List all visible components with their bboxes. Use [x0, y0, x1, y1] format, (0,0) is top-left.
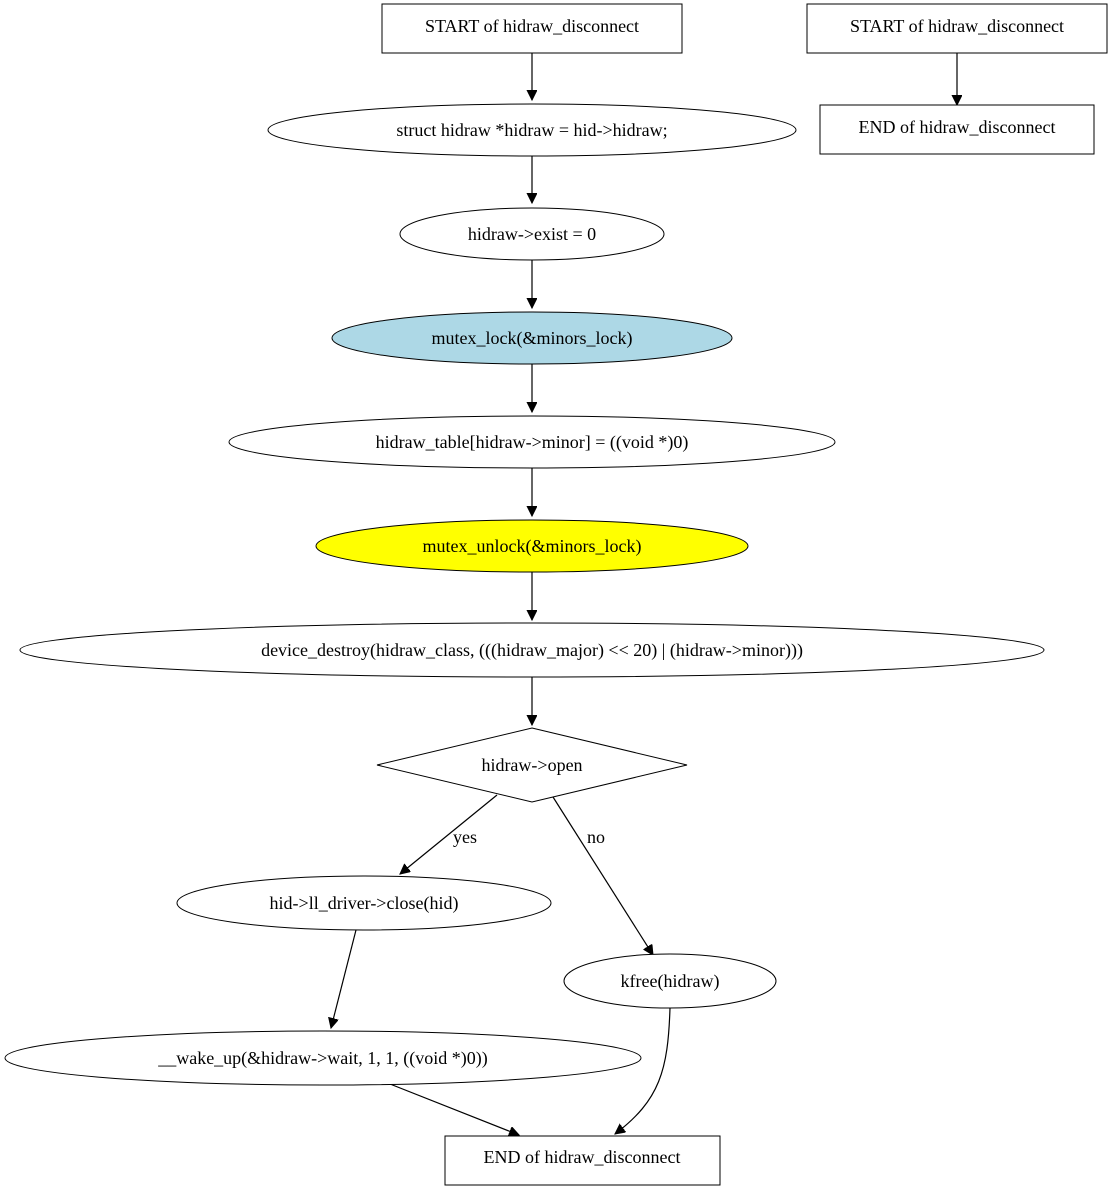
- svg-text:mutex_lock(&minors_lock): mutex_lock(&minors_lock): [432, 328, 633, 349]
- svg-text:hidraw_table[hidraw->minor] =: hidraw_table[hidraw->minor] = ((void *)0…: [376, 432, 689, 453]
- svg-text:mutex_unlock(&minors_lock): mutex_unlock(&minors_lock): [423, 536, 642, 557]
- svg-text:END of hidraw_disconnect: END of hidraw_disconnect: [859, 117, 1056, 137]
- svg-text:hid->ll_driver->close(hid): hid->ll_driver->close(hid): [270, 893, 459, 914]
- svg-text:__wake_up(&hidraw->wait, 1, 1,: __wake_up(&hidraw->wait, 1, 1, ((void *)…: [157, 1048, 488, 1069]
- node-kfree: kfree(hidraw): [563, 953, 777, 1009]
- svg-text:hidraw->exist = 0: hidraw->exist = 0: [468, 224, 596, 244]
- node-mutex-unlock: mutex_unlock(&minors_lock): [315, 519, 749, 573]
- node-assign-hidraw: struct hidraw *hidraw = hid->hidraw;: [267, 103, 797, 157]
- svg-text:START of hidraw_disconnect: START of hidraw_disconnect: [850, 16, 1064, 36]
- mutex-lock-ellipse: [331, 311, 733, 365]
- edge-label-yes: yes: [453, 827, 477, 847]
- svg-text:END of hidraw_disconnect: END of hidraw_disconnect: [484, 1147, 681, 1167]
- node-exist-zero: hidraw->exist = 0: [399, 207, 665, 261]
- edge-close-to-wakeup: [331, 929, 357, 1028]
- svg-text:hidraw->open: hidraw->open: [481, 755, 582, 775]
- node-end-main: END of hidraw_disconnect: [444, 1135, 721, 1186]
- node-wake-up: __wake_up(&hidraw->wait, 1, 1, ((void *)…: [4, 1030, 642, 1086]
- node-table-clear: hidraw_table[hidraw->minor] = ((void *)0…: [228, 415, 836, 469]
- edge-label-no: no: [587, 827, 605, 847]
- svg-text:struct hidraw *hidraw = hid->h: struct hidraw *hidraw = hid->hidraw;: [396, 120, 667, 140]
- node-driver-close: hid->ll_driver->close(hid): [176, 875, 552, 931]
- node-device-destroy: device_destroy(hidraw_class, (((hidraw_m…: [19, 622, 1045, 678]
- node-mutex-lock: mutex_lock(&minors_lock): [331, 311, 733, 365]
- node-start-main: START of hidraw_disconnect: [381, 3, 683, 54]
- node-start-side: START of hidraw_disconnect: [806, 3, 1108, 54]
- node-open-check: hidraw->open: [376, 727, 688, 803]
- edge-open-yes: [400, 794, 498, 874]
- edge-open-no: [552, 796, 653, 955]
- edge-wakeup-to-end: [389, 1083, 519, 1135]
- mutex-unlock-ellipse: [315, 519, 749, 573]
- svg-text:kfree(hidraw): kfree(hidraw): [621, 971, 720, 992]
- node-end-side: END of hidraw_disconnect: [819, 104, 1095, 155]
- svg-text:START of hidraw_disconnect: START of hidraw_disconnect: [425, 16, 639, 36]
- edges: [331, 53, 957, 1135]
- svg-text:device_destroy(hidraw_class, (: device_destroy(hidraw_class, (((hidraw_m…: [261, 640, 803, 661]
- edge-kfree-to-end: [615, 1007, 671, 1134]
